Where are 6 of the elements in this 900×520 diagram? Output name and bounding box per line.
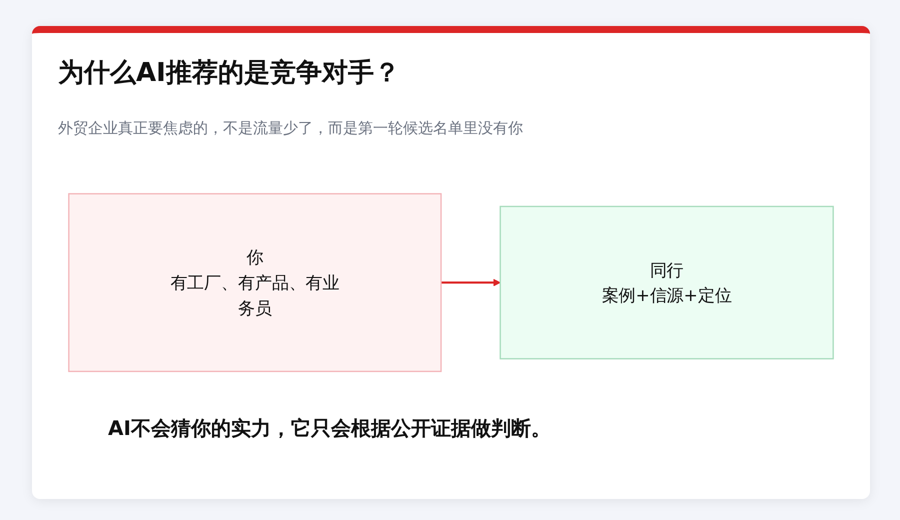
note: AI不会猜你的实力，它只会根据公开证据做判断。 [108,415,551,442]
node-box: 你 有工厂、有产品、有业务员 [68,194,442,372]
node-box: 同行 案例+信源+定位 [500,206,834,360]
title: 为什么AI推荐的是竞争对手？ [58,57,400,90]
subtitle: 外贸企业真正要焦虑的，不是流量少了，而是第一轮候选名单里没有你 [58,119,523,138]
arrow [441,279,501,287]
